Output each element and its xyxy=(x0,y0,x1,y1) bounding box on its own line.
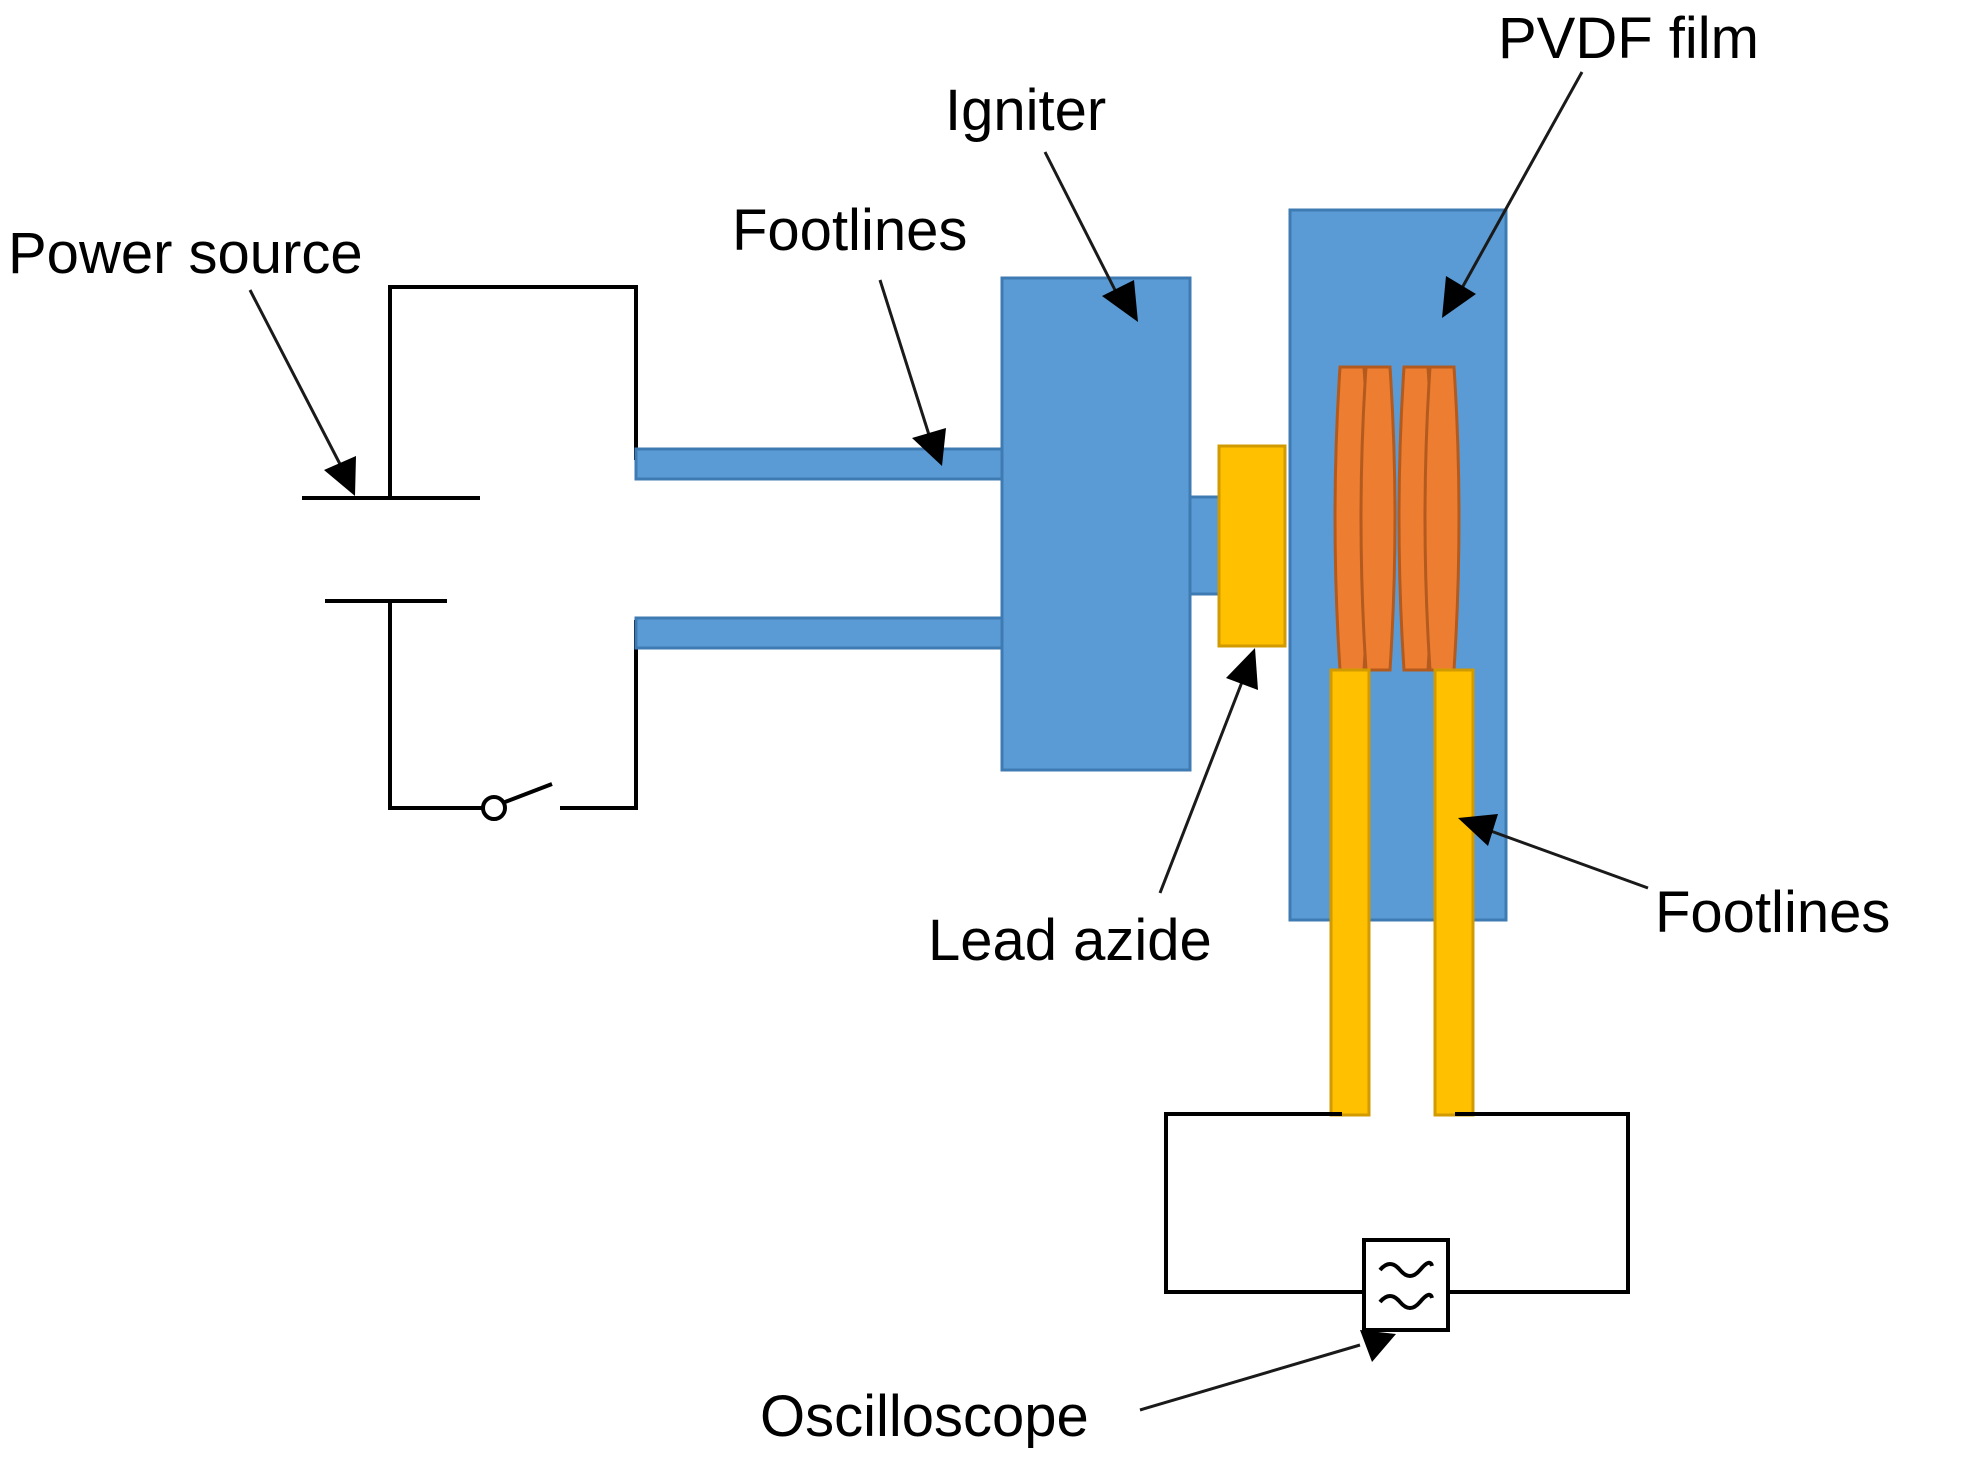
igniter-label: Igniter xyxy=(945,78,1106,143)
lower-left-wire xyxy=(388,601,482,810)
left-gold-footline xyxy=(1329,668,1371,1117)
footlines-left-arrowhead xyxy=(912,428,946,466)
power-source-arrowhead xyxy=(324,456,356,496)
lead-azide-arrowhead xyxy=(1226,648,1258,690)
lower-footline xyxy=(634,616,1006,650)
left-footlines xyxy=(634,447,1006,650)
power-source-label: Power source xyxy=(8,221,363,286)
pvdf-film-label: PVDF film xyxy=(1498,6,1759,71)
power-source-pointer xyxy=(248,289,344,469)
right-footlines xyxy=(1329,668,1475,1117)
oscilloscope-box xyxy=(1362,1238,1450,1332)
upper-wire xyxy=(388,285,638,498)
lead-azide-pointer xyxy=(1158,681,1244,894)
coil-turn-2 xyxy=(1359,365,1397,672)
igniter-pointer xyxy=(1043,151,1117,291)
oscilloscope-pointer xyxy=(1139,1343,1361,1412)
wave-icon-upper xyxy=(1378,1260,1434,1278)
oscilloscope-left-wire xyxy=(1164,1112,1364,1294)
pvdf-coil xyxy=(1333,365,1461,672)
switch-contact xyxy=(481,795,507,821)
power-source-circuit xyxy=(302,285,638,821)
oscilloscope-circuit xyxy=(1164,1112,1630,1332)
footlines-right-label: Footlines xyxy=(1655,880,1890,945)
coil-turn-4 xyxy=(1423,365,1461,672)
lead-azide-label: Lead azide xyxy=(928,908,1212,973)
oscilloscope-label: Oscilloscope xyxy=(760,1384,1089,1449)
igniter-tip xyxy=(1188,495,1222,596)
pvdf-arrowhead xyxy=(1442,276,1476,318)
upper-footline xyxy=(634,447,1006,481)
footlines-right-pointer xyxy=(1487,828,1649,890)
wave-icon-lower xyxy=(1378,1292,1434,1310)
igniter-body xyxy=(1000,276,1192,772)
oscilloscope-arrowhead xyxy=(1360,1330,1396,1362)
oscilloscope-right-wire xyxy=(1448,1112,1630,1294)
footlines-left-pointer xyxy=(878,279,932,439)
right-gold-footline xyxy=(1433,668,1475,1117)
pvdf-pointer xyxy=(1460,71,1584,289)
switch-lever xyxy=(504,782,553,804)
pointers xyxy=(248,71,1649,1412)
lead-azide-charge xyxy=(1217,444,1287,648)
lower-right-wire xyxy=(560,620,638,810)
footlines-left-label: Footlines xyxy=(732,198,967,263)
igniter-arrowhead xyxy=(1102,280,1138,322)
footlines-right-arrowhead xyxy=(1458,814,1498,846)
